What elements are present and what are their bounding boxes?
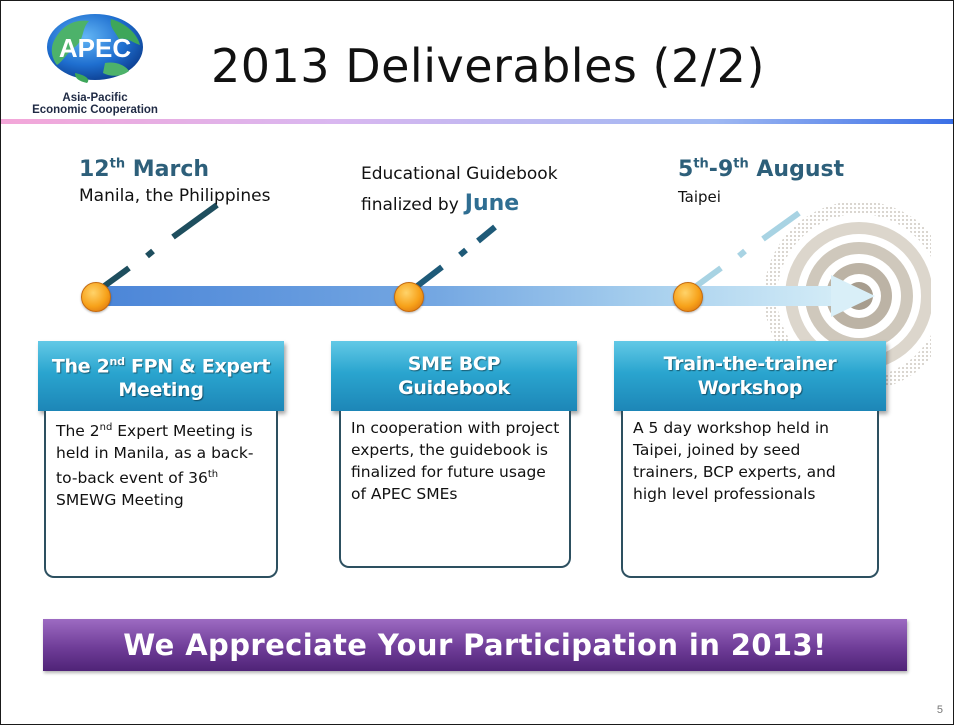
apec-globe-icon: APEC — [47, 14, 143, 83]
logo-subtitle-line1: Asia-Pacific — [62, 92, 128, 104]
card1-head-line2: Meeting — [118, 379, 204, 402]
card2-head-line2: Guidebook — [398, 377, 510, 399]
card-fpn-meeting-body: The 2nd Expert Meeting is held in Manila… — [44, 411, 278, 578]
milestone-march-place: Manila, the Philippines — [79, 186, 271, 207]
apec-logo-text: APEC — [59, 33, 131, 63]
card3-head-line2: Workshop — [697, 377, 803, 399]
connector-dashes — [101, 202, 801, 290]
march-day: 12 — [79, 157, 110, 183]
august-day-to: 9 — [717, 157, 734, 183]
card1-body-part2: Expert Meeting is held in Manila, as a b… — [56, 422, 254, 488]
june-prefix: finalized by — [361, 195, 459, 215]
card1-head-post: FPN & Expert — [124, 355, 271, 378]
june-highlight: June — [464, 191, 520, 216]
card1-body-part3: SMEWG Meeting — [56, 491, 184, 510]
timeline-point-august — [673, 282, 703, 312]
august-month: August — [756, 157, 845, 183]
card2-head-line1: SME BCP — [407, 353, 501, 375]
card-workshop-body: A 5 day workshop held in Taipei, joined … — [621, 411, 879, 578]
appreciation-banner: We Appreciate Your Participation in 2013… — [43, 619, 907, 671]
card1-head-sup: nd — [109, 354, 125, 368]
page-number: 5 — [936, 704, 943, 716]
timeline-point-march — [81, 282, 111, 312]
title-divider — [1, 119, 953, 124]
milestone-march: 12th March Manila, the Philippines — [79, 157, 270, 206]
milestone-august-date: 5th-9th August — [678, 157, 844, 182]
timeline-bar — [106, 286, 836, 306]
august-sup-to: th — [733, 157, 749, 172]
milestone-august-place: Taipei — [678, 188, 721, 207]
timeline-arrowhead-icon — [831, 275, 875, 317]
card1-body-sup1: nd — [99, 422, 113, 433]
card1-body-part1: The 2 — [56, 422, 100, 441]
card1-head-pre: The 2 — [51, 355, 110, 378]
march-day-suffix: th — [109, 157, 126, 172]
august-sup-from: th — [693, 157, 709, 172]
august-dash: - — [708, 157, 718, 183]
card-guidebook-body: In cooperation with project experts, the… — [339, 411, 571, 568]
milestone-june-line1: Educational Guidebook — [361, 164, 558, 184]
milestone-march-date: 12th March — [79, 157, 209, 182]
card1-body-sup2: th — [207, 469, 219, 481]
milestone-august: 5th-9th August Taipei — [678, 157, 844, 206]
august-day-from: 5 — [678, 157, 694, 183]
logo-subtitle-line2: Economic Cooperation — [32, 104, 158, 116]
slide-title: 2013 Deliverables (2/2) — [211, 39, 765, 93]
march-month: March — [132, 157, 210, 183]
apec-logo: APEC Asia-Pacific Economic Cooperation — [15, 13, 175, 116]
timeline-point-june — [394, 282, 424, 312]
card3-head-line1: Train-the-trainer — [663, 353, 837, 375]
